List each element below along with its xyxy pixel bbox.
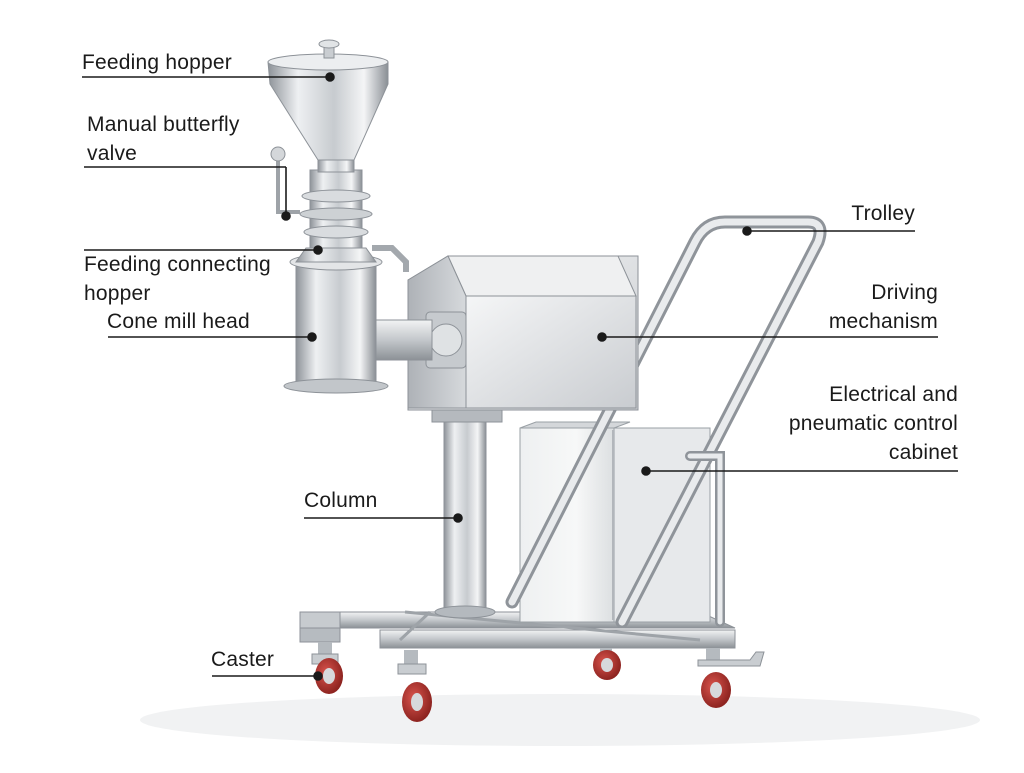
label-driving-line1: Driving xyxy=(871,281,938,304)
caster-rear-right xyxy=(697,648,765,708)
trolley-handle xyxy=(505,215,827,629)
column xyxy=(434,407,496,619)
label-feeding-connecting-line2: hopper xyxy=(84,282,151,305)
label-cone-mill-head: Cone mill head xyxy=(107,310,250,333)
label-cabinet-line2: pneumatic control xyxy=(788,412,958,435)
cone-mill-head xyxy=(283,253,389,394)
label-caster: Caster xyxy=(211,648,275,671)
feeding-hopper xyxy=(267,39,389,173)
label-cabinet-line1: Electrical and xyxy=(829,383,958,406)
leader-lines xyxy=(82,72,958,681)
butterfly-valve xyxy=(270,146,373,249)
caster-front-left xyxy=(311,642,343,694)
ground-shadow xyxy=(140,694,980,746)
label-control-cabinet: Electrical and pneumatic control cabinet xyxy=(738,380,958,467)
control-cabinet xyxy=(519,421,711,623)
caster-front-right xyxy=(397,650,432,722)
label-driving-line2: mechanism xyxy=(828,310,938,333)
caster-rear-middle xyxy=(593,648,621,680)
label-cabinet-line3: cabinet xyxy=(888,441,958,464)
label-feeding-hopper: Feeding hopper xyxy=(82,51,232,74)
label-driving-mechanism: Driving mechanism xyxy=(778,278,938,336)
label-manual-butterfly-valve-line2: valve xyxy=(87,142,138,165)
label-column: Column xyxy=(304,489,378,512)
label-manual-butterfly-valve: Manual butterfly valve xyxy=(87,110,240,168)
label-feeding-connecting-line1: Feeding connecting xyxy=(84,253,271,276)
label-trolley: Trolley xyxy=(851,202,915,225)
label-manual-butterfly-valve-line1: Manual butterfly xyxy=(87,113,240,136)
label-feeding-connecting-hopper: Feeding connecting hopper xyxy=(84,250,271,308)
driving-mechanism xyxy=(407,255,639,423)
